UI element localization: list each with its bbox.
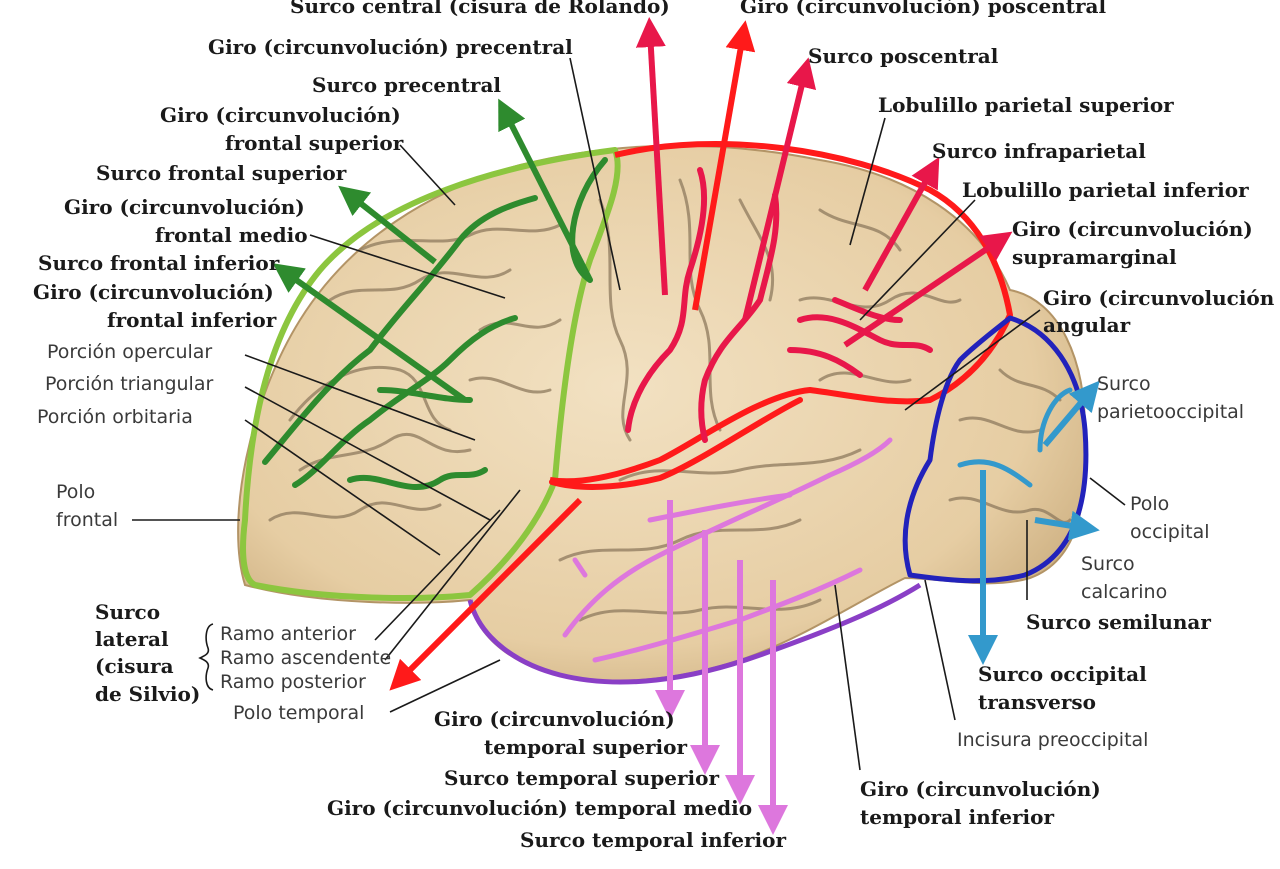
- label-surco-temporal-superior: Surco temporal superior: [444, 766, 719, 790]
- occipital-lobe-outline: [902, 315, 1089, 584]
- label-surco-lateral-line4: de Silvio): [95, 682, 200, 706]
- lateral-sulcus-line: [549, 397, 803, 490]
- label-surco-infraparietal: Surco infraparietal: [932, 139, 1146, 163]
- arrow-surco-parietooccipital: [1042, 380, 1100, 447]
- label-porcion-orbitaria: Porción orbitaria: [37, 406, 193, 428]
- brace-surco-lateral: [198, 623, 214, 691]
- label-giro-temporal-superior-line1: Giro (circunvolución): [434, 707, 675, 731]
- label-surco-calcarino-line2: calcarino: [1081, 581, 1167, 603]
- label-giro-frontal-superior-line2: frontal superior: [225, 131, 404, 155]
- arrow-surco-frontal-inferior: [272, 263, 467, 403]
- label-giro-angular-line1: Giro (circunvolución: [1043, 286, 1275, 310]
- label-polo-temporal: Polo temporal: [233, 702, 364, 724]
- arrow-surco-precentral: [498, 98, 593, 282]
- label-polo-frontal-line1: Polo: [56, 481, 95, 503]
- leader-lines: [132, 57, 1126, 771]
- label-surco-parietooccipital-line1: Surco: [1097, 373, 1151, 395]
- label-polo-occipital-line2: occipital: [1130, 521, 1210, 543]
- label-giro-frontal-medio-line1: Giro (circunvolución): [64, 195, 305, 219]
- labels: Surco central (cisura de Rolando) Giro (…: [33, 0, 1275, 852]
- label-giro-temporal-inferior-line2: temporal inferior: [860, 805, 1054, 829]
- annotation-arrows: [272, 17, 1100, 835]
- label-giro-frontal-medio-line2: frontal medio: [155, 223, 308, 247]
- label-giro-supramarginal-line1: Giro (circunvolución): [1012, 217, 1253, 241]
- frontal-sulci: [262, 157, 608, 491]
- arrow-surco-calcarino: [1034, 510, 1100, 541]
- parietal-lobe-outline: [549, 140, 1013, 485]
- arrow-giro-supramarginal: [843, 231, 1013, 348]
- label-surco-lateral-line1: Surco: [95, 600, 160, 624]
- arrow-giro-poscentral: [692, 20, 756, 311]
- label-surco-parietooccipital-line2: parietooccipital: [1097, 401, 1244, 423]
- label-surco-occipital-transverso-line1: Surco occipital: [978, 662, 1147, 686]
- label-surco-lateral-line3: (cisura: [95, 654, 174, 678]
- label-giro-temporal-medio: Giro (circunvolución) temporal medio: [327, 796, 752, 820]
- label-giro-angular-line2: angular: [1043, 313, 1131, 337]
- label-porcion-triangular: Porción triangular: [45, 373, 213, 395]
- label-surco-precentral: Surco precentral: [312, 73, 501, 97]
- label-ramo-ascendente: Ramo ascendente: [220, 647, 391, 669]
- label-ramo-posterior: Ramo posterior: [220, 671, 366, 693]
- label-giro-frontal-inferior-line1: Giro (circunvolución): [33, 280, 274, 304]
- label-surco-central: Surco central (cisura de Rolando): [290, 0, 670, 18]
- label-surco-semilunar: Surco semilunar: [1026, 610, 1211, 634]
- label-giro-frontal-superior-line1: Giro (circunvolución): [160, 103, 401, 127]
- label-incisura-preoccipital: Incisura preoccipital: [957, 729, 1148, 751]
- arrow-ramo-posterior: [389, 497, 583, 691]
- label-giro-poscentral: Giro (circunvolución) poscentral: [740, 0, 1106, 18]
- parietal-sulci: [625, 167, 933, 443]
- label-surco-lateral-line2: lateral: [95, 627, 169, 651]
- label-surco-occipital-transverso-line2: transverso: [978, 690, 1096, 714]
- label-giro-frontal-inferior-line2: frontal inferior: [107, 308, 277, 332]
- label-surco-temporal-inferior: Surco temporal inferior: [520, 828, 786, 852]
- frontal-lobe-outline: [240, 147, 621, 601]
- label-giro-temporal-inferior-line1: Giro (circunvolución): [860, 777, 1101, 801]
- label-giro-supramarginal-line2: supramarginal: [1012, 245, 1177, 269]
- label-surco-frontal-inferior: Surco frontal inferior: [38, 251, 280, 275]
- label-lobulillo-parietal-superior: Lobulillo parietal superior: [878, 93, 1174, 117]
- label-giro-precentral: Giro (circunvolución) precentral: [208, 35, 573, 59]
- label-surco-calcarino-line1: Surco: [1081, 553, 1135, 575]
- label-lobulillo-parietal-inferior: Lobulillo parietal inferior: [962, 178, 1249, 202]
- label-ramo-anterior: Ramo anterior: [220, 623, 356, 645]
- label-polo-occipital-line1: Polo: [1130, 493, 1169, 515]
- label-surco-poscentral: Surco poscentral: [808, 44, 999, 68]
- label-porcion-opercular: Porción opercular: [47, 341, 212, 363]
- arrow-surco-infraparietal: [862, 156, 940, 292]
- label-surco-frontal-superior: Surco frontal superior: [96, 161, 347, 185]
- label-polo-frontal-line2: frontal: [56, 509, 118, 531]
- arrow-surco-poscentral: [742, 57, 817, 321]
- arrow-surco-central: [635, 17, 668, 296]
- arrow-surco-frontal-superior: [338, 185, 437, 265]
- label-giro-temporal-superior-line2: temporal superior: [484, 735, 687, 759]
- occipital-sulci: [957, 387, 1073, 488]
